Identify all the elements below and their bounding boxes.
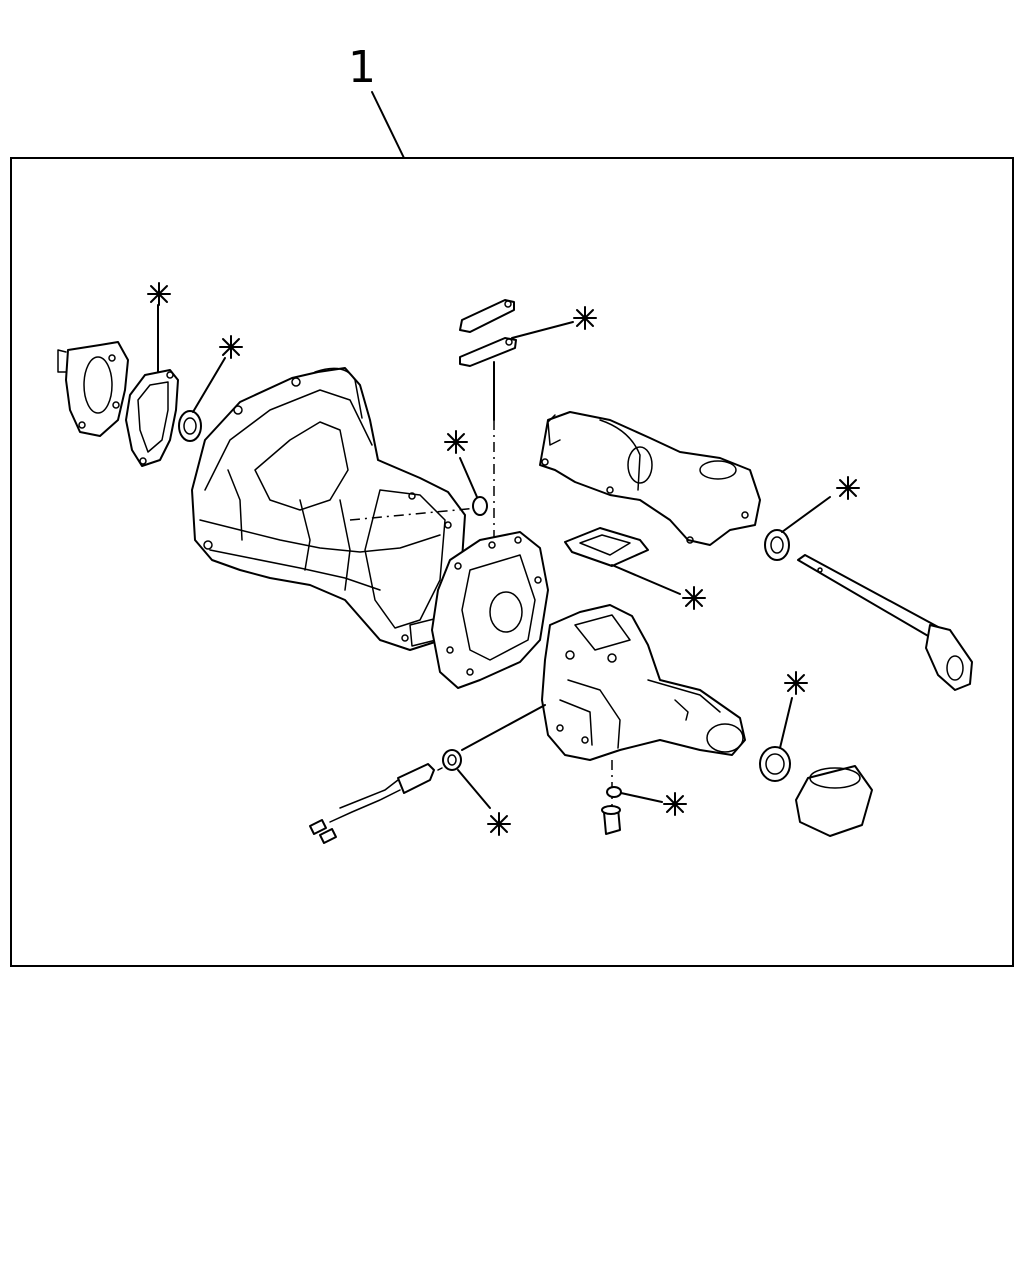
asterisk-bearing — [219, 335, 243, 359]
transmission-case — [191, 367, 466, 651]
input-bearing — [178, 410, 202, 442]
oil-seal — [759, 746, 791, 782]
dust-boot — [795, 765, 873, 837]
drain-bolt — [601, 805, 621, 835]
retainer-gasket — [125, 369, 179, 467]
asterisk-shift-bearing — [836, 476, 860, 500]
speed-sensor — [309, 763, 443, 844]
asterisk-gasket — [147, 282, 171, 306]
callout-leader — [371, 91, 405, 159]
shift-bearing — [764, 529, 790, 561]
shift-gasket — [564, 527, 649, 567]
asterisk-shift-gasket — [682, 586, 706, 610]
bolt-washer — [606, 786, 622, 798]
shift-links — [459, 299, 517, 367]
shift-rod — [797, 554, 973, 691]
front-bearing-retainer — [57, 341, 129, 437]
shift-housing — [539, 411, 761, 546]
asterisk-sensor-washer — [487, 812, 511, 836]
extension-housing — [541, 604, 746, 761]
asterisk-links — [573, 306, 597, 330]
asterisk-oil-seal — [784, 671, 808, 695]
callout-number: 1 — [348, 42, 376, 93]
asterisk-drain-bolt — [663, 792, 687, 816]
adapter-plate — [431, 531, 549, 689]
oring-seal — [472, 496, 488, 516]
sensor-washer — [442, 749, 462, 771]
asterisk-oring — [444, 430, 468, 454]
assembly-frame — [10, 157, 1014, 967]
